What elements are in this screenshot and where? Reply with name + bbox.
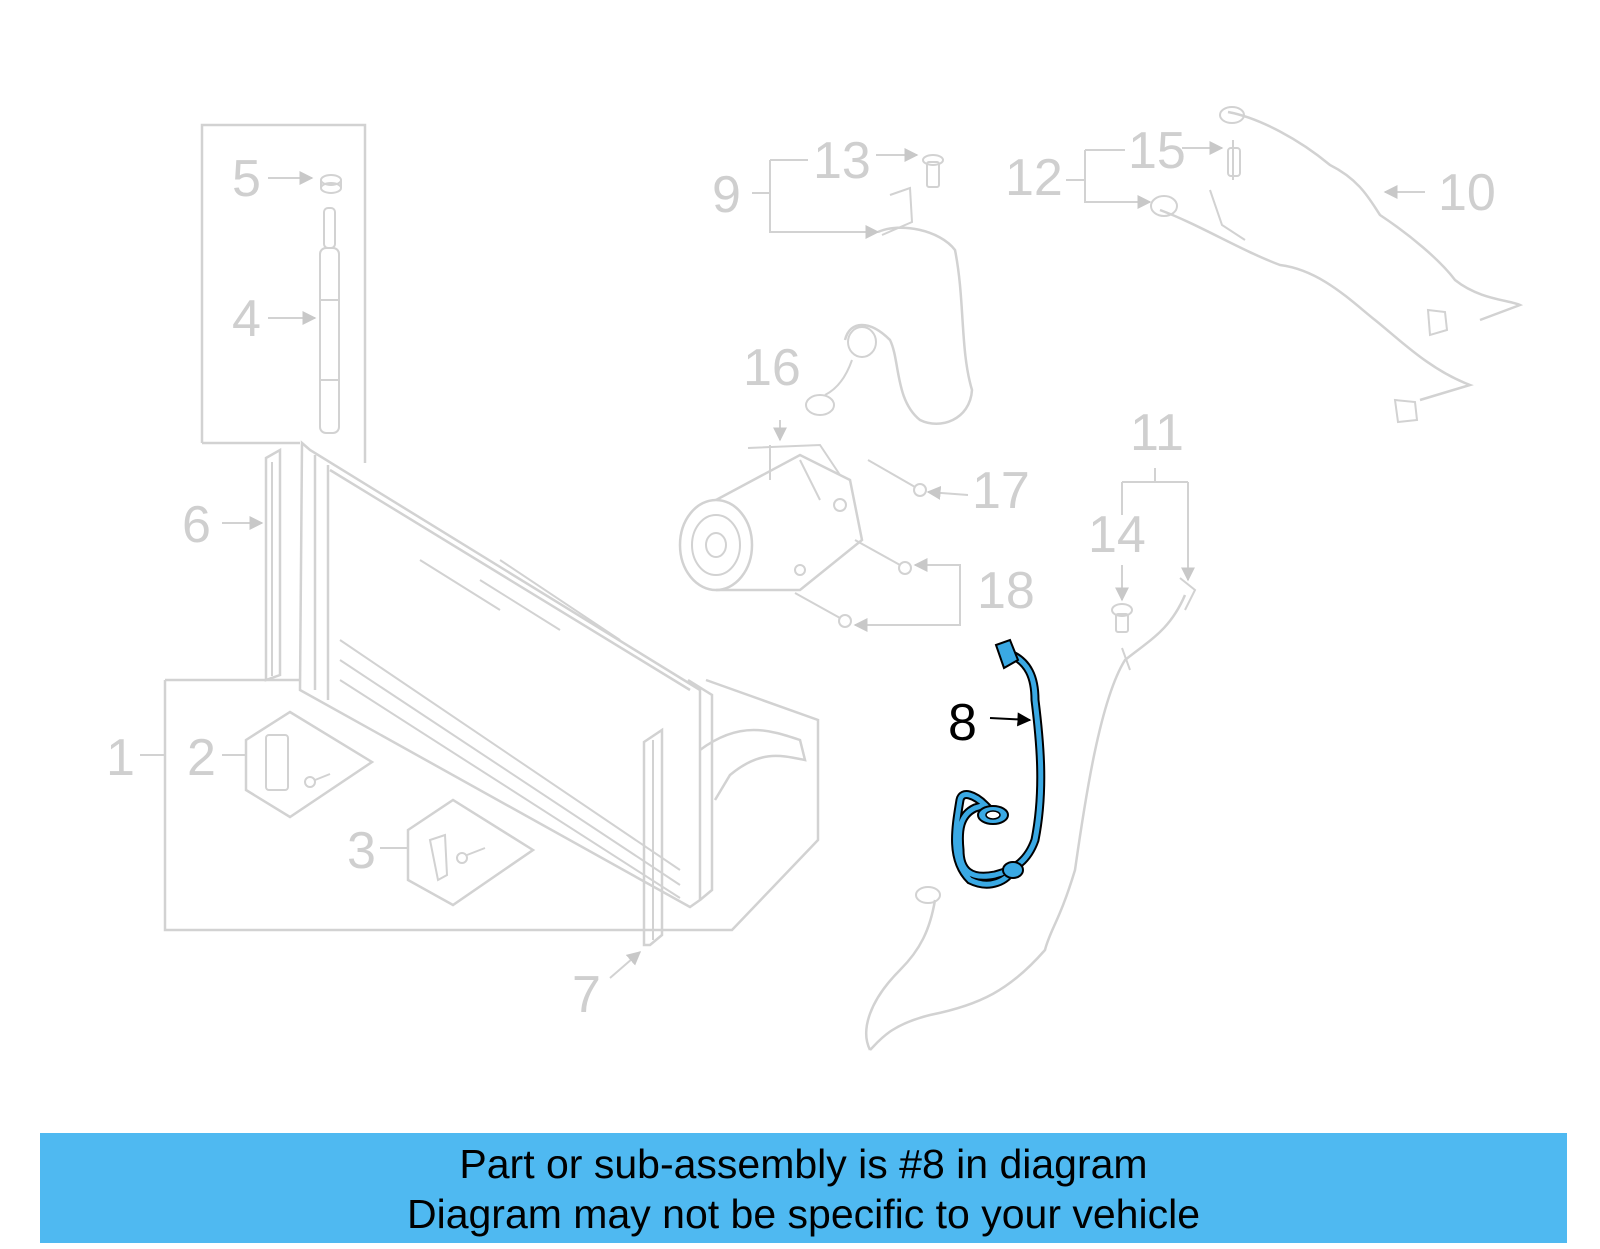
callout-2: 2 — [187, 729, 216, 787]
callout-11: 11 — [1130, 404, 1184, 462]
banner-line-part: Part or sub-assembly is #8 in diagram — [459, 1141, 1148, 1187]
callout-4: 4 — [232, 290, 261, 348]
callout-15: 15 — [1128, 122, 1186, 180]
callout-10: 10 — [1438, 164, 1496, 222]
callout-1: 1 — [106, 729, 135, 787]
mounting-plate — [163, 678, 820, 932]
bolt-13 — [922, 154, 944, 188]
callout-14: 14 — [1088, 506, 1146, 564]
bracket-2 — [244, 710, 375, 819]
condenser — [298, 440, 807, 909]
callout-18: 18 — [977, 562, 1035, 620]
callout-labels: 5 4 6 1 2 3 7 9 13 12 15 10 16 11 17 14 … — [106, 122, 1496, 1024]
bolts — [794, 459, 927, 628]
bolt-14 — [1111, 603, 1133, 633]
callout-6: 6 — [182, 496, 211, 554]
callout-16: 16 — [743, 339, 801, 397]
leader-lines — [140, 141, 1425, 979]
hose-11 — [865, 577, 1197, 1051]
hose-10-12 — [1150, 106, 1524, 424]
bracket-3 — [406, 798, 536, 907]
callout-8: 8 — [948, 694, 977, 752]
hose-8-highlighted — [951, 638, 1046, 889]
side-strip — [642, 727, 664, 947]
seal-strip — [264, 447, 282, 682]
drier-box — [200, 123, 367, 463]
info-banner: Part or sub-assembly is #8 in diagram Di… — [40, 1133, 1567, 1243]
callout-5: 5 — [232, 150, 261, 208]
callout-12: 12 — [1005, 149, 1063, 207]
receiver-drier — [319, 174, 342, 434]
callout-3: 3 — [347, 822, 376, 880]
callout-17: 17 — [972, 462, 1030, 520]
compressor — [678, 443, 864, 592]
callout-9: 9 — [712, 166, 741, 224]
callout-7: 7 — [572, 966, 601, 1024]
banner-line-disclaimer: Diagram may not be specific to your vehi… — [406, 1191, 1200, 1237]
hose-9 — [805, 186, 974, 425]
callout-13: 13 — [813, 132, 871, 190]
